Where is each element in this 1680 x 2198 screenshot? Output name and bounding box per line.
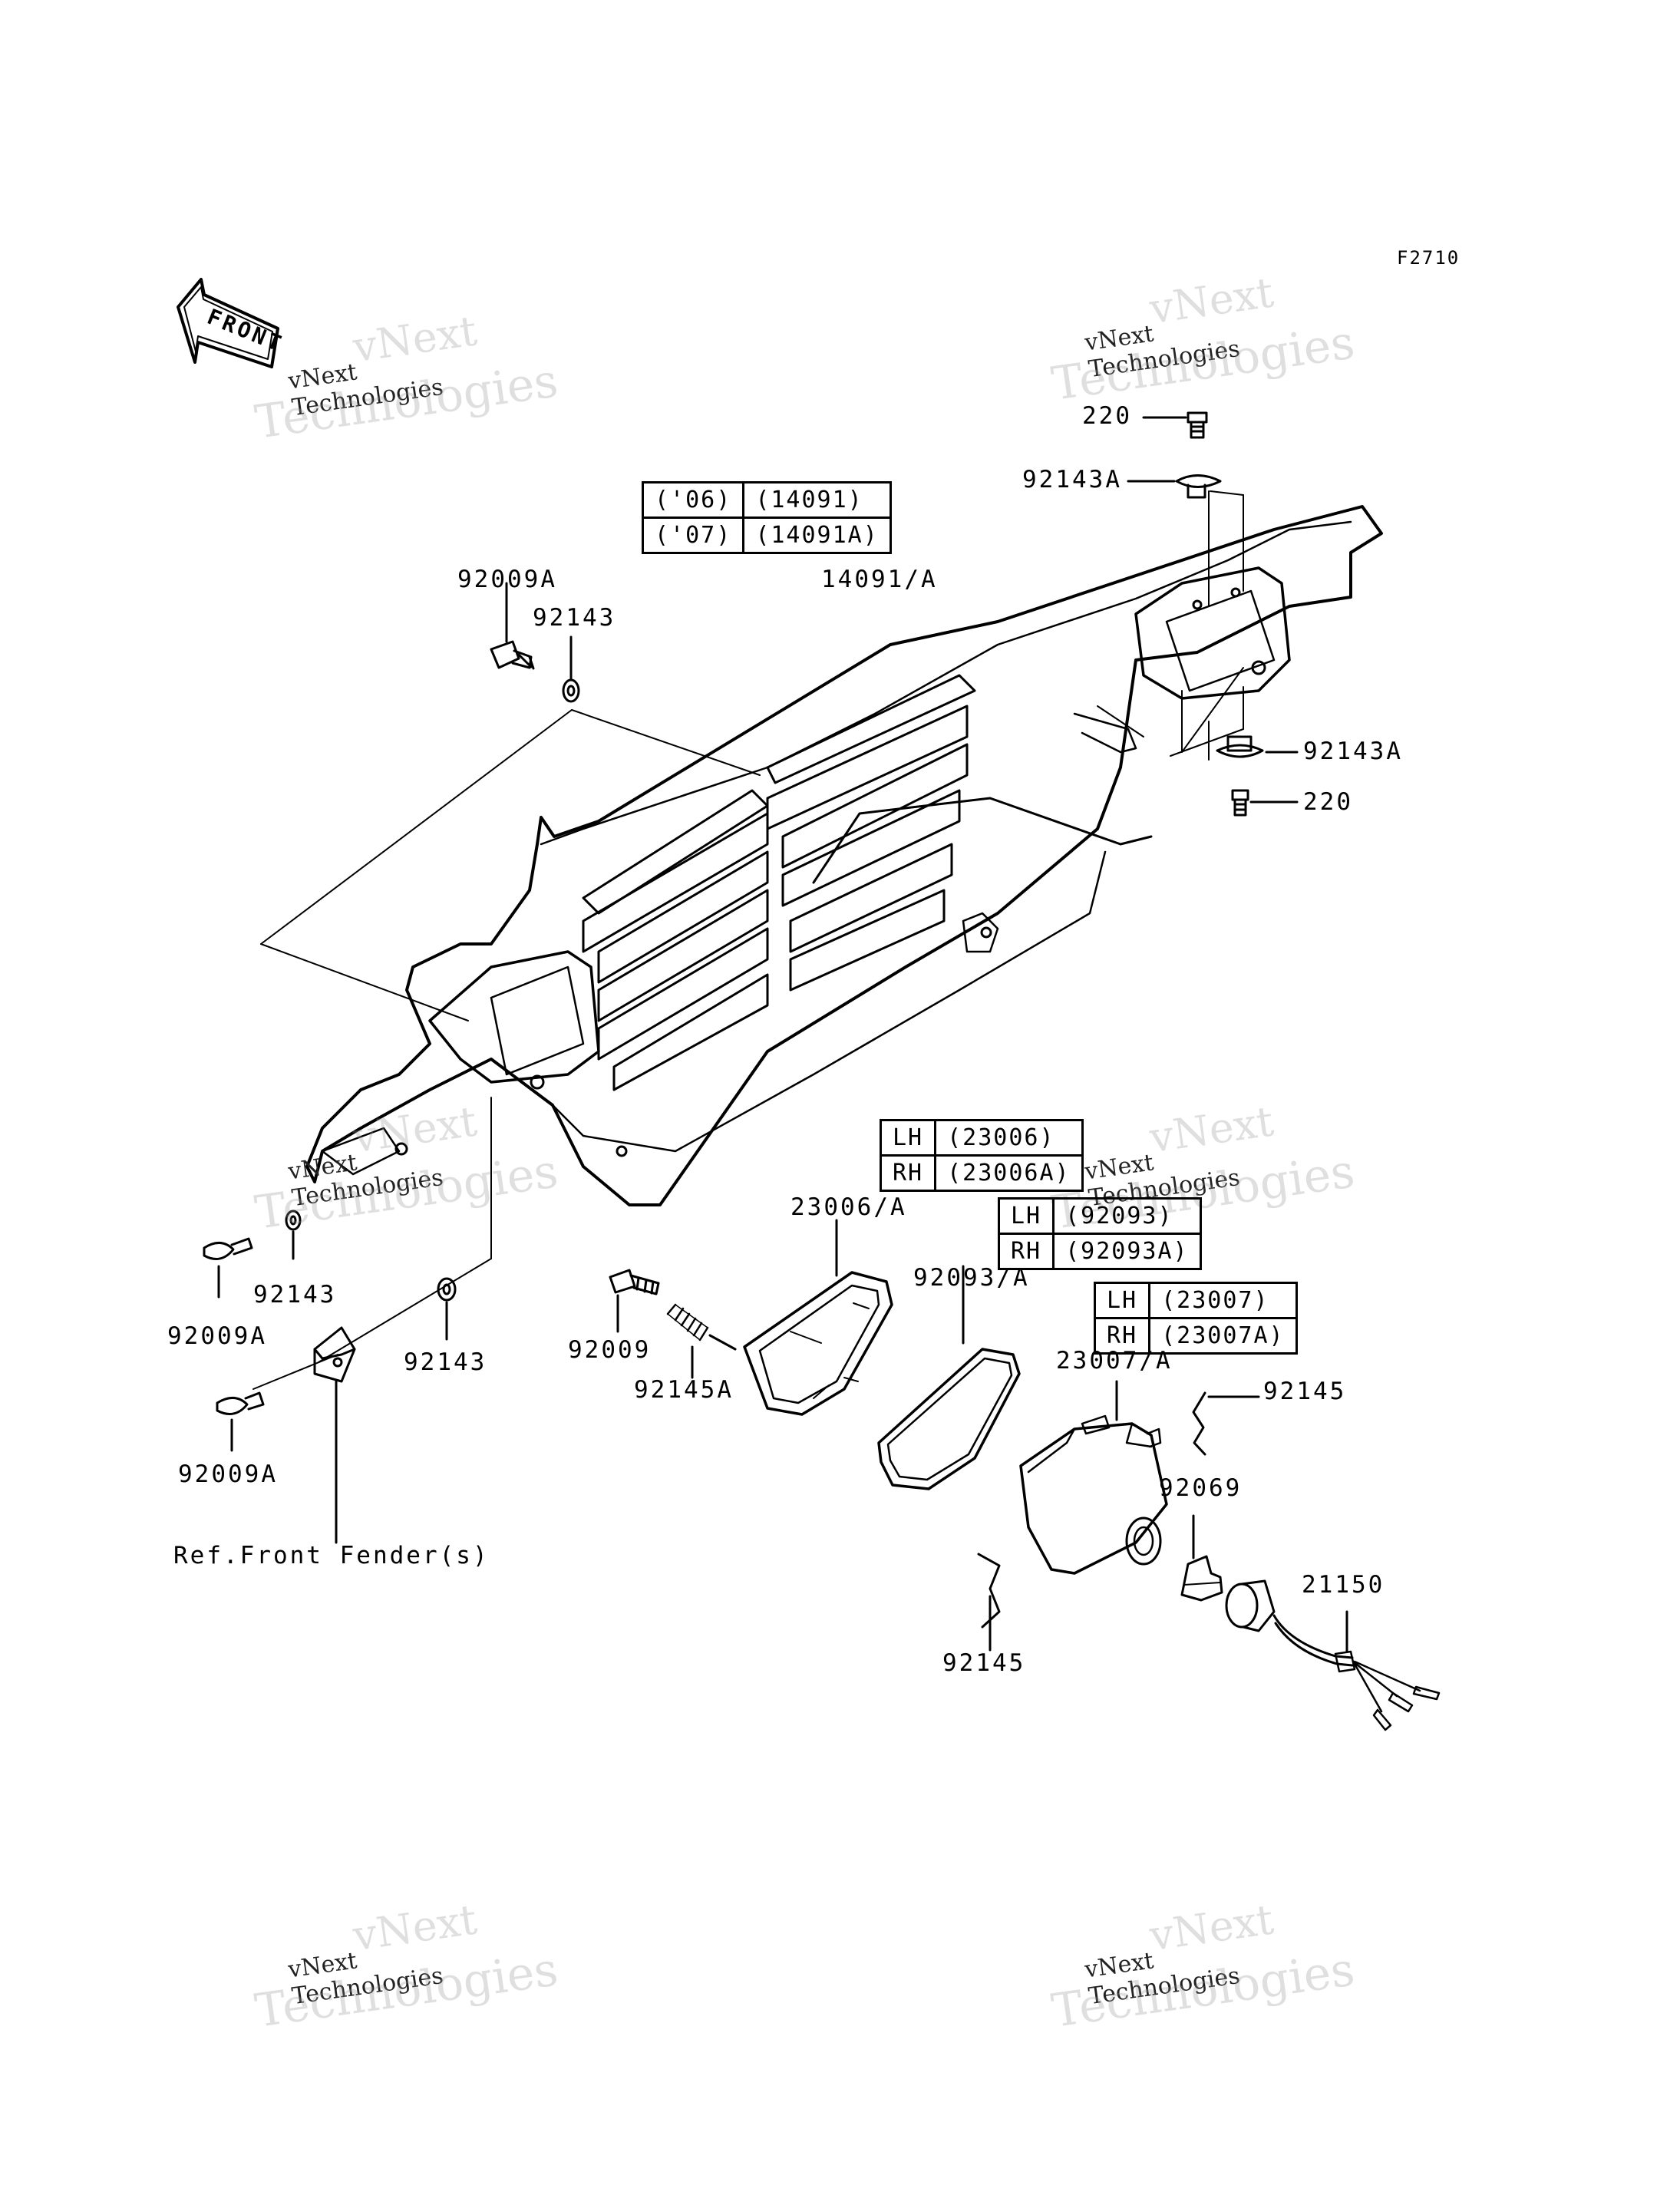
washer-92143-mid-icon xyxy=(437,1277,457,1341)
callout-14091: 14091/A xyxy=(821,566,938,593)
callout-220-top: 220 xyxy=(1082,402,1132,430)
headlight-lens-92093-icon xyxy=(877,1265,1021,1490)
spring-clip-92145-bot-icon xyxy=(977,1553,1001,1652)
variant-table-92093: LH (92093) RH (92093A) xyxy=(997,1197,1202,1270)
variant-table-23006: LH (23006) RH (23006A) xyxy=(879,1119,1084,1192)
callout-92145-right: 92145 xyxy=(1263,1378,1347,1405)
table-row: LH (23006) xyxy=(879,1119,1084,1157)
callout-92143-left: 92143 xyxy=(253,1281,337,1309)
table-cell: LH xyxy=(997,1197,1055,1235)
table-cell: (23007) xyxy=(1148,1282,1298,1319)
table-row: ('07) (14091A) xyxy=(641,516,892,554)
headlight-rim-23006-icon xyxy=(743,1219,893,1416)
table-cell: ('07) xyxy=(641,516,745,554)
socket-harness-21150-icon xyxy=(1225,1579,1441,1731)
table-cell: RH xyxy=(879,1154,937,1192)
callout-21150: 21150 xyxy=(1302,1571,1385,1599)
table-cell: (14091A) xyxy=(742,516,892,554)
callout-92009a-bot: 92009A xyxy=(178,1460,278,1488)
bracket-ref-fender-icon xyxy=(313,1326,356,1544)
callout-92009: 92009 xyxy=(568,1336,652,1364)
grommet-92143a-right-icon xyxy=(1216,735,1299,758)
spring-92145a-icon xyxy=(666,1303,737,1379)
callout-92143a-right: 92143A xyxy=(1303,738,1403,765)
callout-92009a-mid: 92009A xyxy=(167,1322,267,1350)
headlight-unit-23007-icon xyxy=(1019,1380,1168,1575)
callout-92093: 92093/A xyxy=(913,1264,1030,1292)
callout-23006: 23006/A xyxy=(790,1193,907,1221)
callout-ref-front-fender: Ref.Front Fender(s) xyxy=(173,1542,490,1569)
callout-92145-bot: 92145 xyxy=(942,1649,1026,1677)
table-cell: ('06) xyxy=(641,481,745,519)
table-cell: (23007A) xyxy=(1148,1317,1298,1355)
screw-220-right-icon xyxy=(1231,789,1299,817)
table-cell: (92093) xyxy=(1052,1197,1202,1235)
table-row: LH (92093) xyxy=(997,1197,1202,1235)
callout-92145a: 92145A xyxy=(634,1376,734,1404)
bolt-92009a-mid-icon xyxy=(203,1237,253,1299)
bolt-92009-icon xyxy=(609,1269,660,1333)
callout-92069: 92069 xyxy=(1159,1474,1243,1502)
table-row: ('06) (14091) xyxy=(641,481,892,519)
headlight-cover-14091 xyxy=(305,505,1383,1206)
table-cell: RH xyxy=(997,1233,1055,1270)
table-cell: (92093A) xyxy=(1052,1233,1202,1270)
callout-92143-mid: 92143 xyxy=(404,1348,487,1376)
table-cell: LH xyxy=(1093,1282,1151,1319)
table-row: RH (23007A) xyxy=(1093,1317,1298,1355)
diagram-code: F2710 xyxy=(1397,247,1461,269)
table-cell: RH xyxy=(1093,1317,1151,1355)
washer-92143-left-icon xyxy=(285,1210,302,1260)
table-row: RH (92093A) xyxy=(997,1233,1202,1270)
table-cell: LH xyxy=(879,1119,937,1157)
screw-220-top-icon xyxy=(1142,411,1208,439)
grommet-92143a-top-icon xyxy=(1127,474,1222,499)
callout-92009a-top: 92009A xyxy=(457,566,557,593)
table-cell: (23006A) xyxy=(934,1154,1084,1192)
table-row: RH (23006A) xyxy=(879,1154,1084,1192)
bolt-92009a-top-icon xyxy=(490,582,535,670)
front-arrow-icon: FRONT xyxy=(177,278,287,368)
table-cell: (23006) xyxy=(934,1119,1084,1157)
callout-23007: 23007/A xyxy=(1056,1347,1173,1375)
callout-92143-top: 92143 xyxy=(533,604,616,632)
callout-220-right: 220 xyxy=(1303,788,1353,816)
callout-92143a-top: 92143A xyxy=(1022,466,1122,493)
spring-clip-92145-right-icon xyxy=(1192,1391,1260,1456)
bulb-92069-icon xyxy=(1180,1514,1223,1602)
variant-table-23007: LH (23007) RH (23007A) xyxy=(1093,1282,1298,1355)
table-cell: (14091) xyxy=(742,481,892,519)
bolt-92009a-bot-icon xyxy=(216,1391,265,1452)
variant-table-14091: ('06) (14091) ('07) (14091A) xyxy=(641,481,892,554)
table-row: LH (23007) xyxy=(1093,1282,1298,1319)
washer-92143-top-icon xyxy=(562,635,580,703)
